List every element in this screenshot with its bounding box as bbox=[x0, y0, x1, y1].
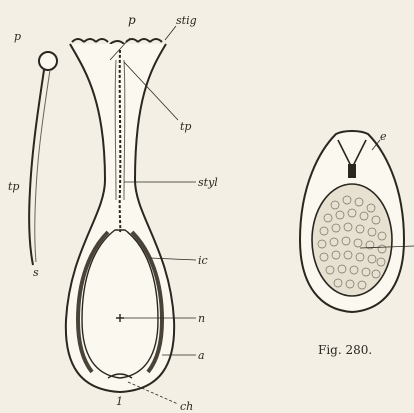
label-styl: styl bbox=[198, 176, 218, 189]
stigma bbox=[72, 39, 162, 44]
label-ic: ic bbox=[198, 254, 208, 267]
endosperm bbox=[312, 184, 392, 296]
pollen-label-p: p bbox=[14, 30, 21, 43]
label-1: 1 bbox=[116, 395, 123, 408]
embryo-mark bbox=[348, 164, 356, 178]
label-tp: tp bbox=[180, 120, 191, 133]
label-e: e bbox=[380, 130, 387, 143]
figure-caption: Fig. 280. bbox=[318, 343, 372, 357]
pollen-grain bbox=[39, 52, 57, 70]
pollen-tube-inner-line bbox=[35, 70, 50, 262]
label-p: p bbox=[128, 13, 136, 27]
pollen-tube-line bbox=[29, 70, 44, 265]
label-a: a bbox=[198, 349, 205, 362]
pollen-label-tp: tp bbox=[8, 180, 19, 193]
pollen-grain-figure: p tp s bbox=[8, 30, 57, 279]
seed-figure: e Fig. 280. bbox=[300, 130, 414, 357]
leader-stig bbox=[165, 26, 176, 40]
pollen-label-s: s bbox=[33, 266, 39, 279]
label-n: n bbox=[198, 312, 205, 325]
label-ch: ch bbox=[180, 400, 193, 413]
label-stig: stig bbox=[176, 14, 197, 27]
pistil-section: p stig tp styl ic n a ch 1 bbox=[66, 13, 218, 413]
